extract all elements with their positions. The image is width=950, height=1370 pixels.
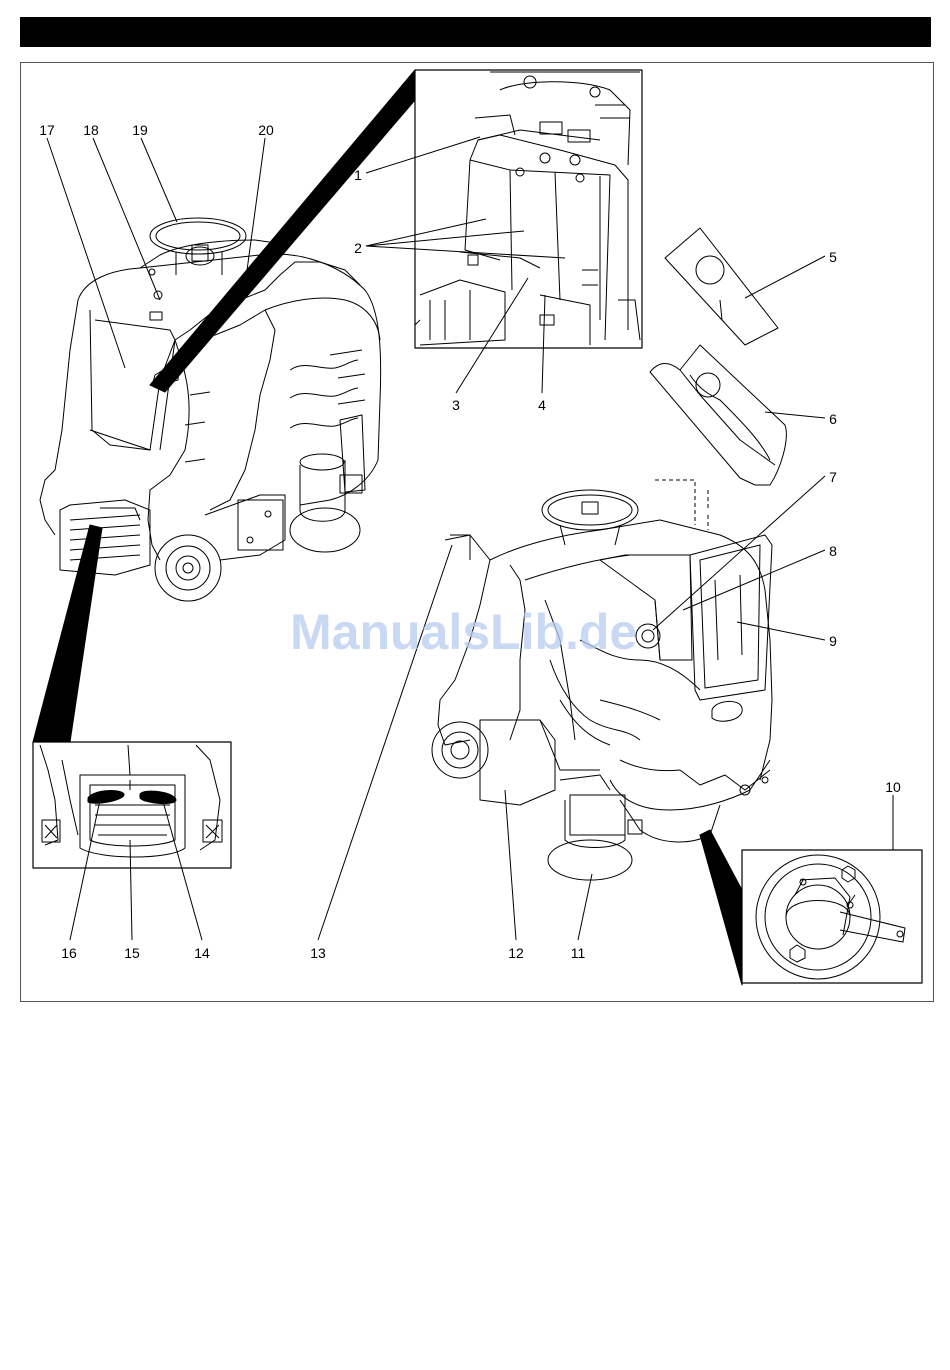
callout-2: 2 xyxy=(354,241,362,255)
callout-17: 17 xyxy=(39,123,55,137)
callout-5: 5 xyxy=(829,250,837,264)
callout-15: 15 xyxy=(124,946,140,960)
callout-20: 20 xyxy=(258,123,274,137)
callout-7: 7 xyxy=(829,470,837,484)
callout-8: 8 xyxy=(829,544,837,558)
callout-12: 12 xyxy=(508,946,524,960)
brush-lever-inset-drawing xyxy=(742,850,922,983)
callout-18: 18 xyxy=(83,123,99,137)
callout-11: 11 xyxy=(571,946,586,960)
battery-inset-drawing xyxy=(415,70,642,348)
callout-3: 3 xyxy=(452,398,460,412)
right-machine-drawing xyxy=(432,480,772,880)
watermark: ManualsLib.de xyxy=(290,603,637,661)
callout-9: 9 xyxy=(829,634,837,648)
callout-14: 14 xyxy=(194,946,210,960)
filter-drawing xyxy=(650,345,786,530)
callout-10: 10 xyxy=(885,780,901,794)
callout-16: 16 xyxy=(61,946,77,960)
filter-bag-drawing xyxy=(665,228,778,345)
callout-4: 4 xyxy=(538,398,546,412)
callout-13: 13 xyxy=(310,946,326,960)
pedal-inset-drawing xyxy=(33,742,231,868)
callout-19: 19 xyxy=(132,123,148,137)
callout-1: 1 xyxy=(354,168,362,182)
callout-6: 6 xyxy=(829,412,837,426)
